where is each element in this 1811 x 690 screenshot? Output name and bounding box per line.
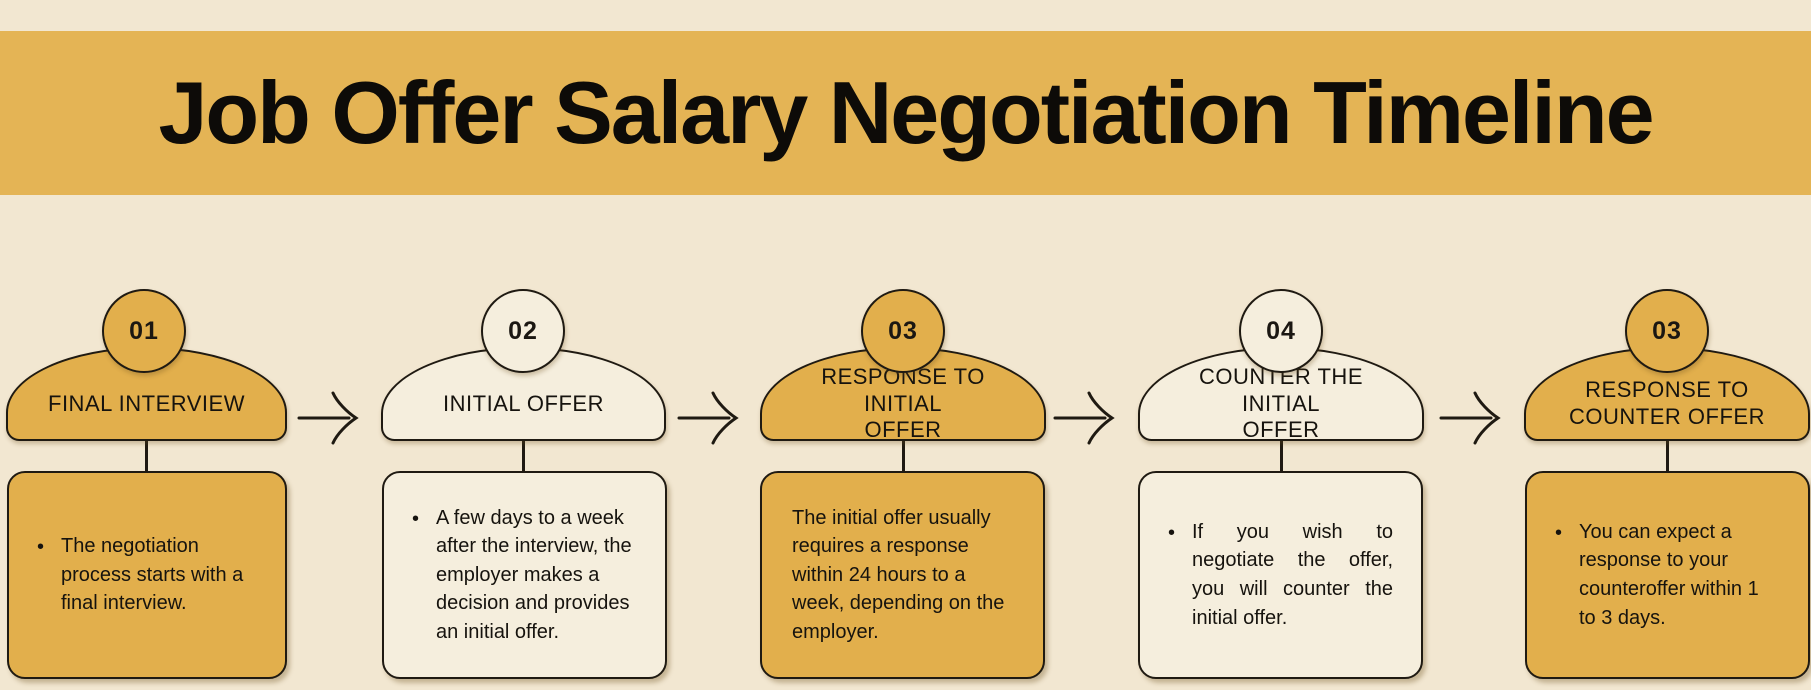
title-banner: Job Offer Salary Negotiation Timeline: [0, 31, 1811, 195]
step-5-number-badge: 03: [1625, 289, 1709, 373]
step-4-number-badge: 04: [1239, 289, 1323, 373]
step-1-description-text: The negotiation process starts with a fi…: [61, 535, 244, 615]
step-2-number: 02: [508, 316, 538, 345]
step-1-connector-line: [145, 441, 148, 472]
step-3-description: The initial offer usually requires a res…: [762, 504, 1043, 647]
step-3-connector-line: [902, 441, 905, 472]
bullet-dot: •: [37, 536, 45, 559]
step-5-description-card: • You can expect a response to your coun…: [1525, 471, 1810, 679]
step-1-label: FINAL INTERVIEW: [48, 390, 245, 416]
step-2-number-badge: 02: [481, 289, 565, 373]
step-3-number: 03: [888, 316, 918, 345]
step-1-description-card: • The negotiation process starts with a …: [7, 471, 287, 679]
step-2-description-card: • A few days to a week after the intervi…: [382, 471, 667, 679]
step-5-number: 03: [1652, 316, 1682, 345]
step-5-connector-line: [1666, 441, 1669, 472]
right-arrow-icon: [677, 390, 743, 446]
step-2-description-text: A few days to a week after the interview…: [436, 506, 632, 643]
step-4-description-text: If you wish to negotiate the offer, you …: [1192, 520, 1393, 629]
step-4-connector-line: [1280, 441, 1283, 472]
step-3-label: RESPONSE TO INITIAL OFFER: [821, 363, 985, 443]
step-4-label: COUNTER THE INITIAL OFFER: [1199, 363, 1363, 443]
step-1-number: 01: [129, 316, 159, 345]
step-2-label: INITIAL OFFER: [443, 390, 604, 416]
step-4-number: 04: [1266, 316, 1296, 345]
right-arrow-icon: [1053, 390, 1119, 446]
step-2-connector-line: [522, 441, 525, 472]
step-5-description-text: You can expect a response to your counte…: [1579, 520, 1759, 629]
step-4-description: • If you wish to negotiate the offer, yo…: [1140, 518, 1421, 632]
bullet-dot: •: [1555, 521, 1563, 544]
right-arrow-icon: [1439, 390, 1505, 446]
bullet-dot: •: [412, 507, 420, 530]
step-1-description: • The negotiation process starts with a …: [9, 532, 285, 618]
step-4-description-card: • If you wish to negotiate the offer, yo…: [1138, 471, 1423, 679]
step-3-description-card: The initial offer usually requires a res…: [760, 471, 1045, 679]
step-2-description: • A few days to a week after the intervi…: [384, 504, 665, 647]
page-title: Job Offer Salary Negotiation Timeline: [158, 63, 1654, 162]
step-3-description-text: The initial offer usually requires a res…: [792, 506, 1005, 643]
bullet-dot: •: [1168, 521, 1176, 544]
step-3-number-badge: 03: [861, 289, 945, 373]
right-arrow-icon: [297, 390, 363, 446]
step-5-label: RESPONSE TO COUNTER OFFER: [1569, 377, 1765, 429]
step-1-number-badge: 01: [102, 289, 186, 373]
step-5-description: • You can expect a response to your coun…: [1527, 518, 1808, 632]
